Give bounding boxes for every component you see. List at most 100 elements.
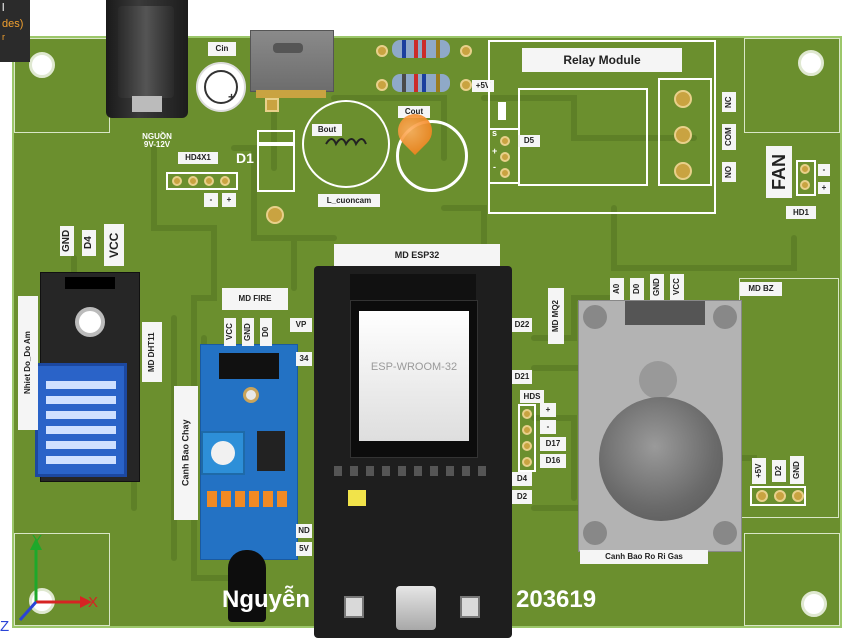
corner-zone-bl	[14, 533, 110, 626]
dht-vcc-label: VCC	[104, 224, 124, 266]
md-fire-label: MD FIRE	[222, 288, 288, 310]
nhiet-do-label: Nhiet Do_Do Am	[18, 296, 38, 430]
fire-pin-labels: VCC GND D0	[216, 310, 280, 354]
hd1-header[interactable]	[796, 160, 816, 196]
coil-icon	[325, 138, 367, 147]
fire-pin-header	[219, 353, 279, 379]
boot-button[interactable]	[344, 596, 364, 618]
dht11-module[interactable]	[35, 272, 140, 482]
cout-capacitor[interactable]	[396, 120, 468, 192]
md-bz-label: MD BZ	[740, 282, 782, 296]
tooltip-line-3: r	[2, 32, 5, 42]
nc-label: NC	[722, 92, 736, 112]
diode-d1[interactable]	[257, 130, 295, 192]
vp-label: VP	[290, 318, 312, 332]
d1-pad-bottom	[266, 206, 284, 224]
mq2-leds	[639, 361, 677, 399]
mq2-hole-tl	[583, 305, 607, 329]
hd1-label: HD1	[786, 206, 816, 219]
fire-mount-hole	[243, 387, 259, 403]
hds-minus: -	[540, 420, 556, 434]
inductor-bout[interactable]	[302, 100, 390, 188]
hd4x1-header[interactable]	[166, 172, 238, 190]
md-mq2-label: MD MQ2	[548, 288, 564, 344]
esp32-led	[348, 490, 366, 506]
bz-d2-label: D2	[772, 460, 786, 482]
relay-terminal-block	[658, 78, 712, 186]
corner-zone-br	[744, 533, 840, 626]
mq2-hole-tr	[713, 305, 737, 329]
dc-power-jack[interactable]	[106, 0, 188, 118]
tooltip-line-2: des)	[2, 18, 24, 30]
relay-plus: +	[492, 146, 498, 156]
fire-smd-components	[207, 491, 291, 507]
cin-plus: +	[228, 90, 236, 104]
hd1-minus: -	[818, 164, 830, 176]
no-label: NO	[722, 162, 736, 182]
d22-label: D22	[512, 318, 532, 332]
mq2-vcc-label: VCC	[670, 274, 684, 300]
l-cuoncam-label: L_cuoncam	[318, 194, 380, 207]
pin34-label: 34	[296, 352, 312, 366]
nguon-text: NGUỒN	[142, 132, 172, 141]
resistor-2[interactable]	[392, 74, 450, 92]
en-button[interactable]	[460, 596, 480, 618]
relay-module-title: Relay Module	[522, 48, 682, 72]
buzzer-header[interactable]	[750, 486, 806, 506]
hd4x1-minus: -	[204, 193, 218, 207]
fire-gnd: GND	[242, 318, 254, 346]
dht-sensor-grille	[35, 363, 127, 477]
mq2-hole-br	[713, 521, 737, 545]
hds-label: HDS	[520, 390, 544, 403]
relay-s: s	[492, 128, 498, 138]
relay-module[interactable]: Relay Module s + -	[488, 40, 716, 214]
tooltip-line-1: l	[2, 2, 5, 14]
mount-hole-tr	[798, 50, 824, 76]
hd4x1-label: HD4X1	[178, 152, 218, 164]
relay-marker	[498, 102, 506, 120]
canh-bao-gas-label: Canh Bao Ro Ri Gas	[580, 550, 708, 564]
mq2-pin-header	[625, 301, 705, 325]
dht-d4-label: D4	[82, 230, 96, 256]
com-label: COM	[722, 124, 736, 150]
d16-label: D16	[540, 454, 566, 468]
hd4x1-plus: +	[222, 193, 236, 207]
relay-input-header	[490, 128, 520, 184]
d17-label: D17	[540, 437, 566, 451]
mq2-module[interactable]	[578, 300, 742, 552]
dht-mount-hole	[75, 307, 105, 337]
jack-barrel	[118, 6, 174, 98]
esp-wroom-label: ESP-WROOM-32	[370, 361, 458, 373]
cin-capacitor[interactable]: +	[196, 62, 246, 112]
d1-label: D1	[236, 150, 254, 166]
voltage-text: 9V-12V	[143, 140, 171, 149]
esp32-shield-border: ESP-WROOM-32	[350, 300, 478, 458]
voltage-regulator[interactable]	[250, 30, 334, 92]
fire-sensor-module[interactable]	[200, 344, 298, 560]
pot-screw-icon	[211, 441, 235, 465]
md-esp32-label: MD ESP32	[334, 244, 500, 266]
fan-label: FAN	[766, 146, 792, 198]
fire-d0: D0	[260, 318, 272, 346]
jack-pin	[132, 96, 162, 112]
axis-z-label: Z	[0, 618, 10, 635]
v5-label: 5V	[296, 542, 312, 556]
corner-zone-tr	[744, 38, 840, 133]
dht-gnd-label: GND	[60, 226, 74, 256]
potentiometer[interactable]	[201, 431, 245, 475]
d2b-label: D2	[512, 490, 532, 504]
r2-pad-left	[376, 79, 388, 91]
hds-header[interactable]	[518, 404, 536, 472]
axis-x-label: X	[88, 594, 99, 611]
usb-port	[396, 586, 436, 630]
esp32-board[interactable]: ESP-WROOM-32	[314, 266, 512, 638]
hds-plus: +	[540, 403, 556, 417]
mount-hole-br	[801, 591, 827, 617]
canh-bao-chay-label: Canh Bao Chay	[174, 386, 198, 520]
corner-tooltip: l des) r	[0, 0, 30, 62]
r1-pad-left	[376, 45, 388, 57]
axis-gizmo	[18, 538, 92, 621]
mq2-gnd-label: GND	[650, 274, 664, 300]
resistor-1[interactable]	[392, 40, 450, 58]
